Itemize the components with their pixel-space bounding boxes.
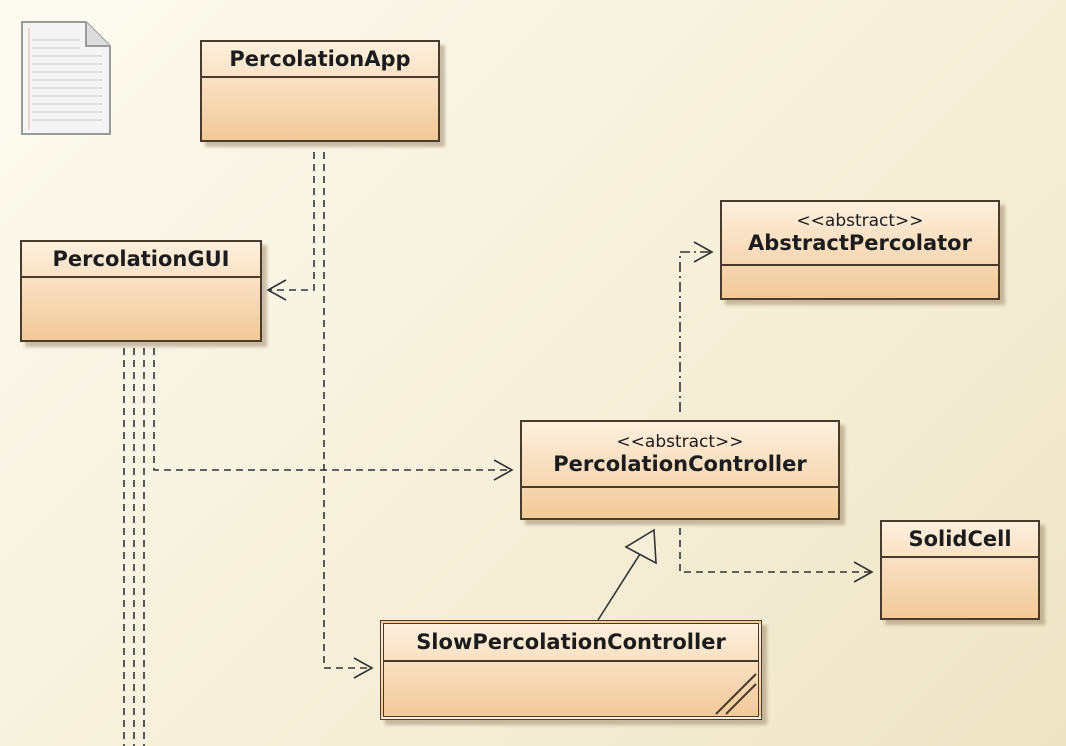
class-name: AbstractPercolator [748, 230, 972, 255]
arrowhead-percolator [693, 241, 714, 263]
class-name: PercolationApp [229, 47, 411, 71]
resize-corner-icon [715, 673, 757, 715]
generalization-triangle [624, 528, 657, 565]
class-stereotype: <<abstract>> [616, 431, 744, 452]
class-name: PercolationGUI [52, 247, 230, 271]
class-name: SlowPercolationController [416, 630, 726, 654]
arrowhead-solidcell [853, 561, 874, 583]
class-name: PercolationController [553, 451, 807, 476]
class-solid-cell[interactable]: SolidCell [880, 520, 1040, 620]
class-abstract-percolator[interactable]: <<abstract>> AbstractPercolator [720, 200, 1000, 300]
class-stereotype: <<abstract>> [796, 210, 924, 231]
class-name-compartment: <<abstract>> PercolationController [522, 422, 838, 488]
dependency-controller-to-solidcell [679, 528, 872, 573]
dependency-gui-to-controller [153, 348, 512, 471]
arrowhead-gui [266, 279, 287, 301]
dependency-app-to-gui [268, 152, 315, 291]
class-name-compartment: <<abstract>> AbstractPercolator [722, 202, 998, 266]
dependency-app-to-slow-controller [323, 152, 372, 669]
generalization-line [597, 553, 641, 621]
class-percolation-gui[interactable]: PercolationGUI [20, 240, 262, 342]
class-name-compartment: PercolationGUI [22, 242, 260, 278]
arrowhead-controller [493, 459, 514, 481]
class-name-compartment: SolidCell [882, 522, 1038, 558]
document-note-icon [21, 21, 111, 135]
class-name-compartment: PercolationApp [202, 42, 438, 78]
class-percolation-app[interactable]: PercolationApp [200, 40, 440, 142]
class-percolation-controller[interactable]: <<abstract>> PercolationController [520, 420, 840, 520]
arrowhead-slow-controller [353, 657, 374, 679]
realization-controller-to-percolator [679, 251, 712, 412]
class-slow-percolation-controller[interactable]: SlowPercolationController [380, 620, 762, 720]
class-name-compartment: SlowPercolationController [384, 624, 758, 662]
class-name: SolidCell [908, 527, 1012, 551]
